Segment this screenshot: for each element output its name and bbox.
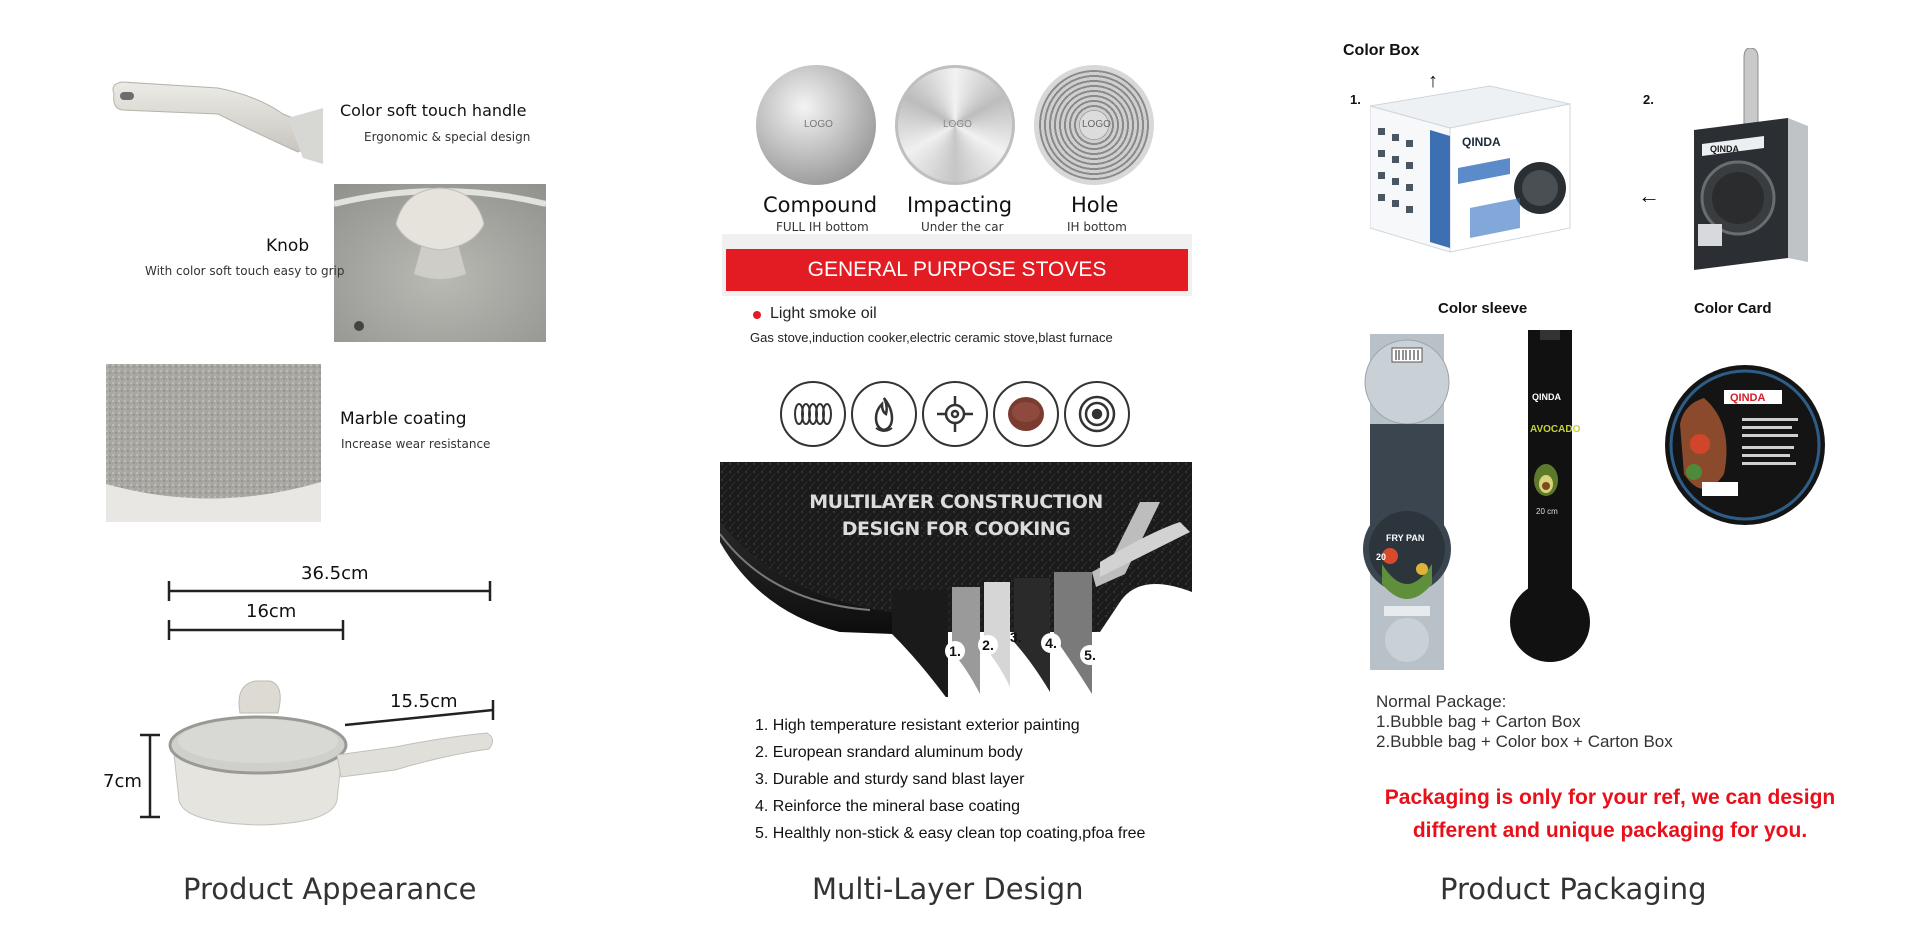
compound-logo-text: LOGO: [804, 119, 833, 130]
color-box-brand: QINDA: [1462, 135, 1501, 149]
feature-item-5: 5. Healthly non-stick & easy clean top c…: [755, 825, 1146, 842]
marble-photo: [106, 364, 321, 522]
layer-number-4: 4.: [1041, 633, 1061, 653]
feature-item-3: 3. Durable and sturdy sand blast layer: [755, 771, 1025, 788]
marble-subtitle: Increase wear resistance: [341, 437, 491, 451]
normal-package-option-2: 2.Bubble bag + Color box + Carton Box: [1376, 732, 1673, 751]
bullet-dot: [753, 311, 761, 319]
hole-logo-text: LOGO: [1082, 119, 1111, 130]
stoves-banner-text: GENERAL PURPOSE STOVES: [807, 258, 1107, 281]
impacting-desc: Under the car: [921, 220, 1004, 234]
package-number-2: 2.: [1643, 92, 1654, 107]
knob-photo: [334, 184, 546, 342]
impacting-logo-text: LOGO: [943, 119, 972, 130]
arrow-up-icon: ↑: [1428, 70, 1438, 92]
smoke-oil-text: Light smoke oil: [770, 305, 877, 322]
dim-total-label: 36.5cm: [301, 563, 369, 584]
hole-desc: IH bottom: [1067, 220, 1127, 234]
package-number-1: 1.: [1350, 92, 1361, 107]
caption-product-appearance: Product Appearance: [183, 872, 477, 906]
color-card-label: Color Card: [1694, 300, 1772, 317]
dim-body-label: 16cm: [246, 601, 297, 622]
sleeve1-size: 20: [1376, 552, 1386, 562]
caption-multilayer-design: Multi-Layer Design: [812, 872, 1084, 906]
normal-package-title: Normal Package:: [1376, 692, 1507, 711]
frying-pan-box-brand: QINDA: [1710, 144, 1740, 154]
handle-title: Color soft touch handle: [340, 101, 527, 120]
dimension-diagram: [140, 581, 495, 826]
multilayer-heading-line1: MULTILAYER CONSTRUCTION: [809, 491, 1103, 513]
arrow-left-icon: ←: [1638, 183, 1660, 208]
stove-list-text: Gas stove,induction cooker,electric cera…: [750, 330, 1113, 345]
gas-burner-icon: [922, 381, 988, 447]
handle-subtitle: Ergonomic & special design: [364, 130, 531, 144]
layer-number-3: 3.: [1010, 629, 1022, 645]
feature-item-1: 1. High temperature resistant exterior p…: [755, 717, 1080, 734]
sleeve2-size: 20 cm: [1536, 507, 1558, 516]
coil-icon: [780, 381, 846, 447]
sleeve2-label: AVOCADO: [1530, 424, 1581, 435]
caption-product-packaging: Product Packaging: [1440, 872, 1707, 906]
color-card-brand: QINDA: [1730, 392, 1766, 404]
frying-pan-box-image: QINDA: [1694, 48, 1808, 270]
sleeve1-label: FRY PAN: [1386, 533, 1424, 543]
ceramic-plate-icon: [993, 381, 1059, 447]
flame-icon: [851, 381, 917, 447]
compound-bottom-disc: [756, 65, 876, 185]
hole-bottom-disc: [1034, 65, 1154, 185]
induction-icon: [1064, 381, 1130, 447]
feature-item-2: 2. European srandard aluminum body: [755, 744, 1023, 761]
color-sleeve-label: Color sleeve: [1438, 300, 1528, 317]
dim-height-label: 7cm: [103, 771, 142, 792]
impacting-bottom-disc: [895, 65, 1015, 185]
layer-number-2: 2.: [978, 635, 998, 655]
color-box-label: Color Box: [1343, 42, 1420, 59]
layer-number-5: 5.: [1080, 645, 1100, 665]
hole-title: Hole: [1071, 193, 1119, 217]
compound-desc: FULL IH bottom: [776, 220, 869, 234]
color-card-image: QINDA: [1665, 365, 1825, 525]
impacting-title: Impacting: [907, 193, 1013, 217]
knob-title: Knob: [266, 236, 310, 256]
feature-item-4: 4. Reinforce the mineral base coating: [755, 798, 1021, 815]
normal-package-option-1: 1.Bubble bag + Carton Box: [1376, 712, 1581, 731]
packaging-note: Packaging is only for your ref, we can d…: [1360, 781, 1860, 847]
color-sleeve-2-image: QINDA AVOCADO 20 cm: [1510, 330, 1590, 662]
multilayer-heading-line2: DESIGN FOR COOKING: [841, 518, 1071, 540]
dim-handle-label: 15.5cm: [390, 691, 458, 712]
packaging-note-line1: Packaging is only for your ref, we can d…: [1384, 786, 1836, 809]
packaging-note-line2: different and unique packaging for you.: [1412, 819, 1808, 842]
stoves-banner-red: GENERAL PURPOSE STOVES: [726, 249, 1188, 291]
multilayer-pan-illustration: [720, 462, 1192, 697]
color-sleeve-1-image: FRY PAN 20: [1363, 334, 1451, 670]
color-box-image: QINDA: [1370, 85, 1571, 253]
knob-subtitle: With color soft touch easy to grip: [145, 264, 345, 278]
compound-title: Compound: [763, 193, 878, 217]
sleeve2-brand: QINDA: [1532, 392, 1562, 402]
marble-title: Marble coating: [340, 409, 467, 429]
multilayer-heading: MULTILAYER CONSTRUCTION DESIGN FOR COOKI…: [720, 489, 1192, 543]
layer-number-1: 1.: [945, 641, 965, 661]
handle-photo: [112, 81, 323, 164]
